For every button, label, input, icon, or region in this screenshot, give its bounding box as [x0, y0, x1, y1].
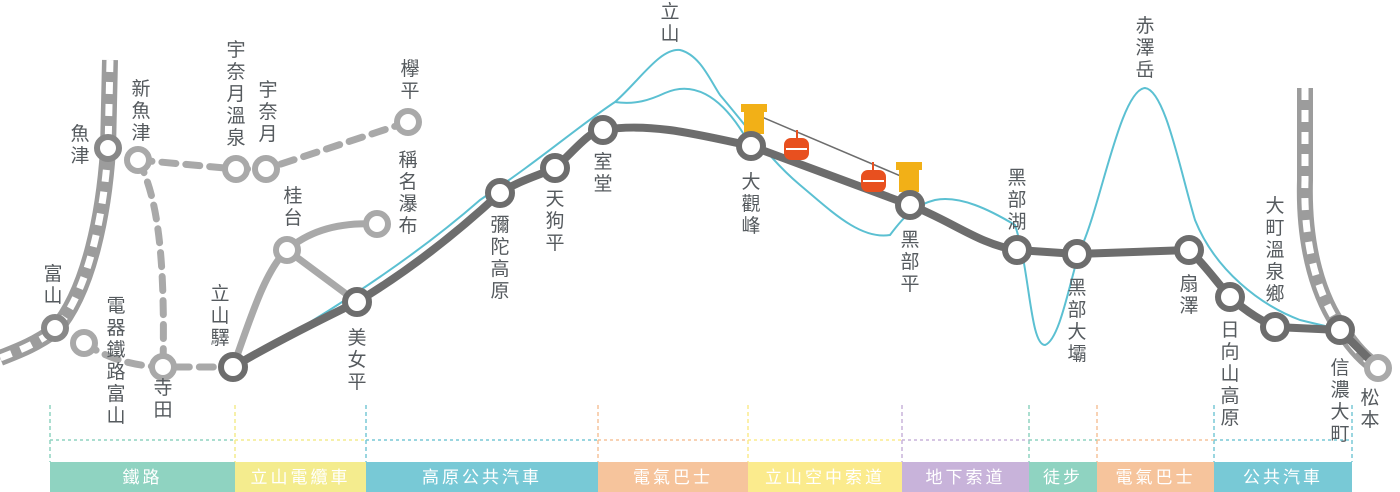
segment-block [50, 462, 235, 492]
station-label-uozu: 魚津 [70, 123, 89, 167]
station-label-murodo: 室堂 [593, 151, 612, 195]
station-marker-katsuradai [273, 236, 301, 264]
station-marker-dentetsu-toyama [70, 329, 98, 357]
segment-label: 電氣巴士 [1116, 468, 1196, 488]
station-label-omachi-onsen: 大町溫泉鄉 [1265, 195, 1284, 305]
station-label-shomyo-falls: 稱名瀑布 [398, 149, 417, 237]
segment-block [366, 462, 598, 492]
station-label-keyakidaira: 欅平 [400, 58, 419, 102]
segment-block [1029, 462, 1097, 492]
segment-block [902, 462, 1029, 492]
station-markers [41, 108, 1392, 382]
station-marker-kurobe-lake [1002, 235, 1032, 265]
station-marker-shin-uozu [124, 146, 152, 174]
station-label-shin-uozu: 新魚津 [131, 78, 150, 144]
station-marker-matsumoto [1364, 354, 1392, 382]
station-label-matsumoto: 松本 [1360, 387, 1379, 431]
station-marker-terada [149, 353, 177, 381]
station-label-katsuradai: 桂台 [283, 185, 302, 229]
station-label-daikanbo: 大觀峰 [741, 171, 760, 237]
station-label-bijodaira: 美女平 [347, 327, 366, 393]
segment-dividers [49, 405, 1353, 462]
station-label-midagahara: 彌陀高原 [490, 214, 509, 302]
segment-label: 地下索道 [926, 468, 1006, 488]
station-marker-unazuki-onsen [222, 155, 250, 183]
station-label-shinano-omachi: 信濃大町 [1330, 357, 1349, 445]
gondola-icon [861, 162, 886, 192]
station-marker-murodo [588, 115, 618, 145]
station-marker-hinata [1215, 282, 1245, 312]
station-label-kurobe-dam: 黑部大壩 [1067, 277, 1086, 365]
station-marker-uozu [94, 134, 122, 162]
station-label-ogizawa: 扇澤 [1179, 273, 1198, 317]
station-label-unazuki-onsen: 宇奈月溫泉 [226, 39, 245, 149]
station-marker-omachi-onsen [1260, 312, 1290, 342]
station-label-tateyama-station: 立山驛 [210, 283, 229, 349]
segment-label: 電氣巴士 [633, 468, 713, 488]
station-label-terada: 寺田 [153, 377, 172, 421]
segment-block [1214, 462, 1352, 492]
station-label-mt-tateyama: 立山 [660, 1, 679, 45]
railway-tracks [0, 59, 1383, 375]
station-marker-bijodaira [342, 287, 372, 317]
ropeway-station-daikanbo [741, 104, 767, 134]
segment-label: 公共汽車 [1243, 468, 1323, 488]
station-label-dentetsu-toyama: 電器鐵路富山 [106, 295, 125, 427]
station-marker-tateyama [218, 352, 248, 382]
station-marker-unazuki [252, 155, 280, 183]
segment-label: 徒步 [1043, 468, 1083, 488]
ropeway-station-kurobedaira [896, 162, 922, 192]
station-marker-daikanbo [736, 131, 766, 161]
station-marker-toyama [41, 314, 69, 342]
segment-block [1097, 462, 1214, 492]
station-marker-kurobedaira [895, 190, 925, 220]
station-marker-ogizawa [1174, 235, 1204, 265]
station-marker-midagahara [485, 178, 515, 208]
gondola-icon [784, 130, 809, 160]
segment-label: 立山電纜車 [251, 468, 351, 488]
station-marker-tengudaira [540, 153, 570, 183]
station-marker-shinano-omachi [1325, 315, 1355, 345]
segment-label: 高原公共汽車 [422, 468, 542, 488]
segment-block [235, 462, 366, 492]
station-label-toyama: 富山 [43, 263, 62, 307]
station-label-hinata-yamakogen: 日向山高原 [1220, 319, 1239, 429]
mountain-profile [232, 48, 1343, 368]
station-label-unazuki: 宇奈月 [258, 79, 277, 145]
station-marker-kurobe-dam [1062, 239, 1092, 269]
station-label-kurobe-lake: 黑部湖 [1007, 167, 1026, 233]
segment-label: 鐵路 [123, 468, 163, 488]
station-label-kurobedaira: 黑部平 [900, 229, 919, 295]
segment-block [748, 462, 902, 492]
station-marker-shomyo [363, 210, 391, 238]
ropeway-cable [749, 111, 911, 181]
station-label-tengudaira: 天狗平 [545, 188, 564, 254]
station-label-akazawadake: 赤澤岳 [1135, 15, 1154, 81]
transport-segment-bar: 鐵路 立山電纜車 高原公共汽車 電氣巴士 立山空中索道 地下索道 徒步 電氣巴士 公共汽車 [50, 462, 1352, 492]
station-labels: 魚津 新魚津 宇奈月溫泉宇奈月 欅平富山電器鐵路富山寺田 桂台 稱名瀑布立山驛美女平 彌陀高… [43, 1, 1379, 445]
station-marker-keyakidaira [394, 108, 422, 136]
segment-block [598, 462, 748, 492]
mountain-profile-inner [614, 87, 751, 146]
segment-label: 立山空中索道 [765, 468, 885, 488]
